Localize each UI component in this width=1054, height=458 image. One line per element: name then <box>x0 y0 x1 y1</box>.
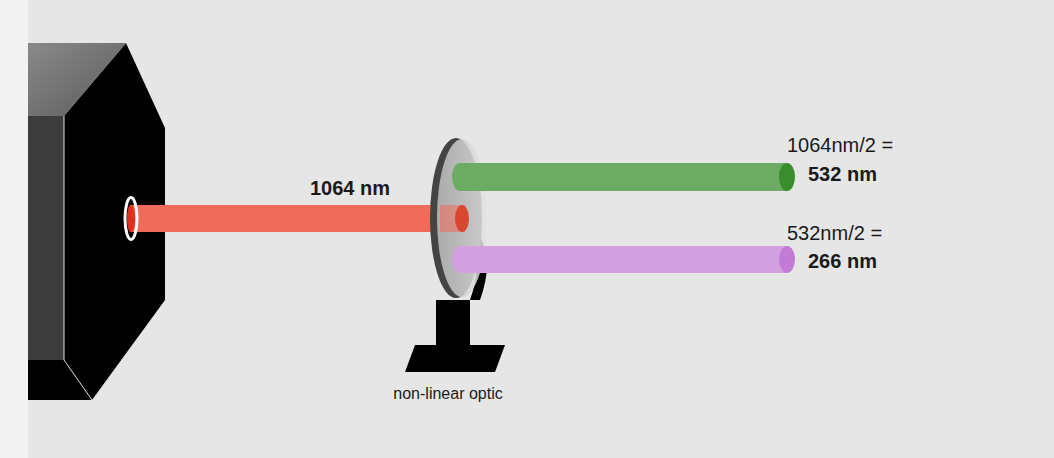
formula-label: 1064nm/2 = <box>787 134 893 157</box>
formula-label: 532nm/2 = <box>787 222 882 245</box>
beam-266 <box>452 246 468 273</box>
optic-disc <box>437 139 487 297</box>
laser-top-face <box>28 43 126 116</box>
beam-532 <box>452 163 468 191</box>
beam-532 <box>460 163 787 191</box>
laser-edge <box>64 116 65 360</box>
laser-aperture <box>125 198 137 240</box>
wavelength-label: 266 nm <box>808 250 877 273</box>
beam-1064-end <box>455 205 469 232</box>
side-strip <box>0 0 28 458</box>
optic-post <box>436 300 470 345</box>
beam-532-end <box>779 163 795 191</box>
wavelength-label: 1064 nm <box>310 177 390 200</box>
laser-side-face <box>28 116 64 360</box>
beam-1064 <box>131 205 465 232</box>
part-label: non-linear optic <box>393 385 502 403</box>
optic-base <box>405 345 505 372</box>
beam-266 <box>460 246 787 273</box>
laser-edge <box>64 360 92 400</box>
beam-266-end <box>779 246 795 273</box>
laser-aperture <box>127 205 135 233</box>
wavelength-label: 532 nm <box>808 163 877 186</box>
